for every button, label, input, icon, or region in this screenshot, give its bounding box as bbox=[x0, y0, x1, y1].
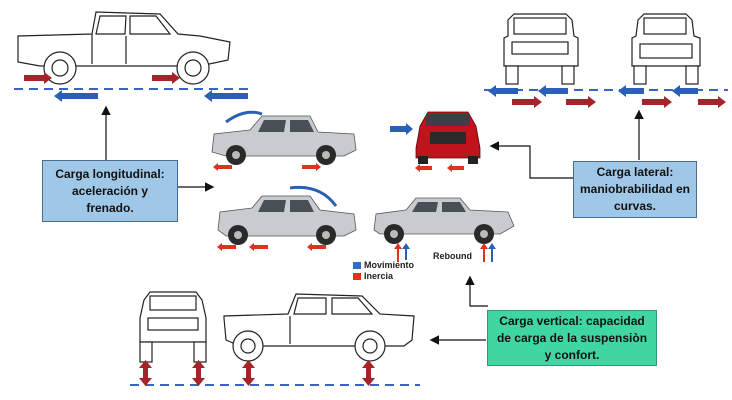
red-truck-front bbox=[390, 111, 481, 172]
side-view-truck-drawing bbox=[17, 11, 231, 85]
longitudinal-load-box: Carga longitudinal: aceleración y frenad… bbox=[42, 160, 178, 222]
bottom-front-view-drawing bbox=[139, 291, 207, 363]
top-left-force-arrows bbox=[24, 72, 248, 102]
legend-inertia-label: Inercia bbox=[364, 271, 394, 281]
longitudinal-load-text: Carga longitudinal: aceleración y frenad… bbox=[55, 166, 165, 215]
bottom-side-view-drawing bbox=[223, 293, 415, 362]
silver-truck-braking bbox=[217, 185, 357, 251]
rebound-label: Rebound bbox=[433, 251, 472, 261]
vertical-force-arrows bbox=[139, 360, 375, 386]
vertical-load-text: Carga vertical: capacidad de carga de la… bbox=[496, 313, 648, 362]
vertical-load-box: Carga vertical: capacidad de carga de la… bbox=[487, 310, 657, 366]
lateral-load-text: Carga lateral: maniobrabilidad en curvas… bbox=[580, 165, 691, 213]
rear-view-truck-drawing bbox=[631, 13, 701, 85]
legend-movement-swatch bbox=[353, 262, 361, 269]
legend-movement-label: Movimiento bbox=[364, 260, 415, 270]
silver-truck-rebound bbox=[373, 197, 515, 262]
silver-truck-acceleration bbox=[211, 110, 357, 171]
legend-inertia-swatch bbox=[353, 273, 361, 280]
top-right-force-arrows bbox=[488, 85, 726, 108]
lateral-load-box: Carga lateral: maniobrabilidad en curvas… bbox=[573, 161, 697, 218]
front-view-truck-drawing bbox=[503, 13, 579, 85]
connector-lines bbox=[101, 105, 644, 345]
